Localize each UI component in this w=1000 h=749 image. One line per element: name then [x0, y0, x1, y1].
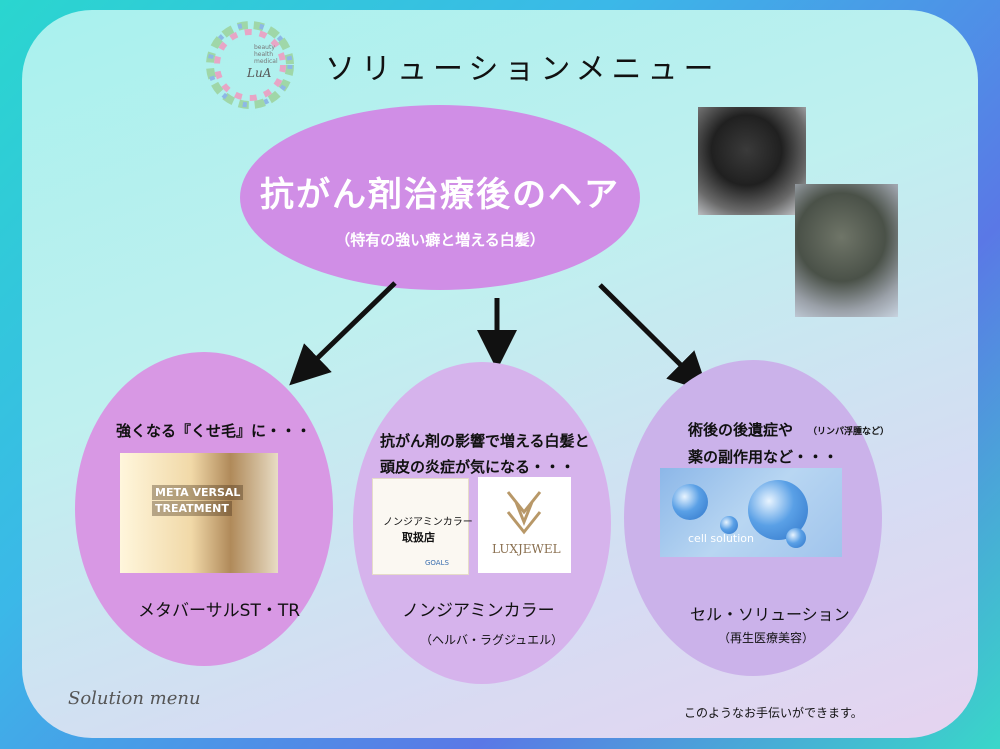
hero-subheading: （特有の強い癖と増える白髪）: [335, 231, 545, 249]
logo-line-2: health: [254, 51, 273, 58]
hero-heading: 抗がん剤治療後のヘア: [260, 175, 620, 215]
cell-solution-image-text: cell solution: [688, 532, 754, 545]
footer-left-script: Solution menu: [68, 688, 201, 709]
column-3-name: セル・ソリューション: [690, 605, 850, 624]
cell-bubble: [786, 528, 806, 548]
column-3-heading-line-2: 薬の副作用など・・・: [688, 448, 839, 466]
column-2-subname: （ヘルバ・ラグジュエル）: [420, 633, 564, 647]
logo-line-1: beauty: [254, 44, 275, 51]
non-diamine-badge-image: ノンジアミンカラー 取扱店 GOALS: [372, 478, 473, 575]
cell-solution-image: cell solution: [660, 468, 842, 557]
column-2-heading-line-2: 頭皮の炎症が気になる・・・: [380, 458, 576, 476]
arrow-left: [289, 281, 397, 386]
curly-hair-photo-1: [698, 107, 806, 215]
metaversal-image-subtitle: TREATMENT: [152, 501, 232, 516]
metaversal-product-image: META VERSAL TREATMENT: [120, 453, 278, 573]
curly-hair-photo-2: [795, 184, 898, 317]
arrow-right: [598, 283, 709, 393]
brand-logo: [206, 21, 294, 109]
badge-footer: GOALS: [425, 559, 449, 567]
badge-text-2: 取扱店: [402, 531, 435, 544]
column-1-name: メタバーサルST・TR: [138, 601, 301, 621]
column-1-heading: 強くなる『くせ毛』に・・・: [116, 422, 312, 440]
luxjewel-brand-name: LUXJEWEL: [492, 542, 561, 556]
luxjewel-brand-image: LUXJEWEL: [478, 477, 571, 573]
logo-line-3: medical: [254, 58, 278, 65]
metaversal-image-title: META VERSAL: [152, 485, 244, 500]
column-3-subname: （再生医療美容）: [718, 631, 815, 645]
footer-right-text: このようなお手伝いができます。: [684, 706, 863, 720]
column-2-name: ノンジアミンカラー: [402, 601, 555, 621]
column-3-heading-line-1: 術後の後遺症や: [688, 421, 794, 439]
logo-mark: LuA: [247, 66, 272, 80]
page-title: ソリューションメニュー: [325, 52, 720, 87]
cell-bubble: [720, 516, 738, 534]
badge-text-1: ノンジアミンカラー: [383, 517, 473, 528]
luxjewel-logo-icon: [506, 491, 542, 535]
cell-bubble: [672, 484, 708, 520]
column-2-heading-line-1: 抗がん剤の影響で増える白髪と: [380, 432, 590, 450]
hero-ellipse: 抗がん剤治療後のヘア （特有の強い癖と増える白髪）: [240, 105, 640, 290]
column-3-heading-note: （リンパ浮腫など）: [808, 427, 890, 437]
